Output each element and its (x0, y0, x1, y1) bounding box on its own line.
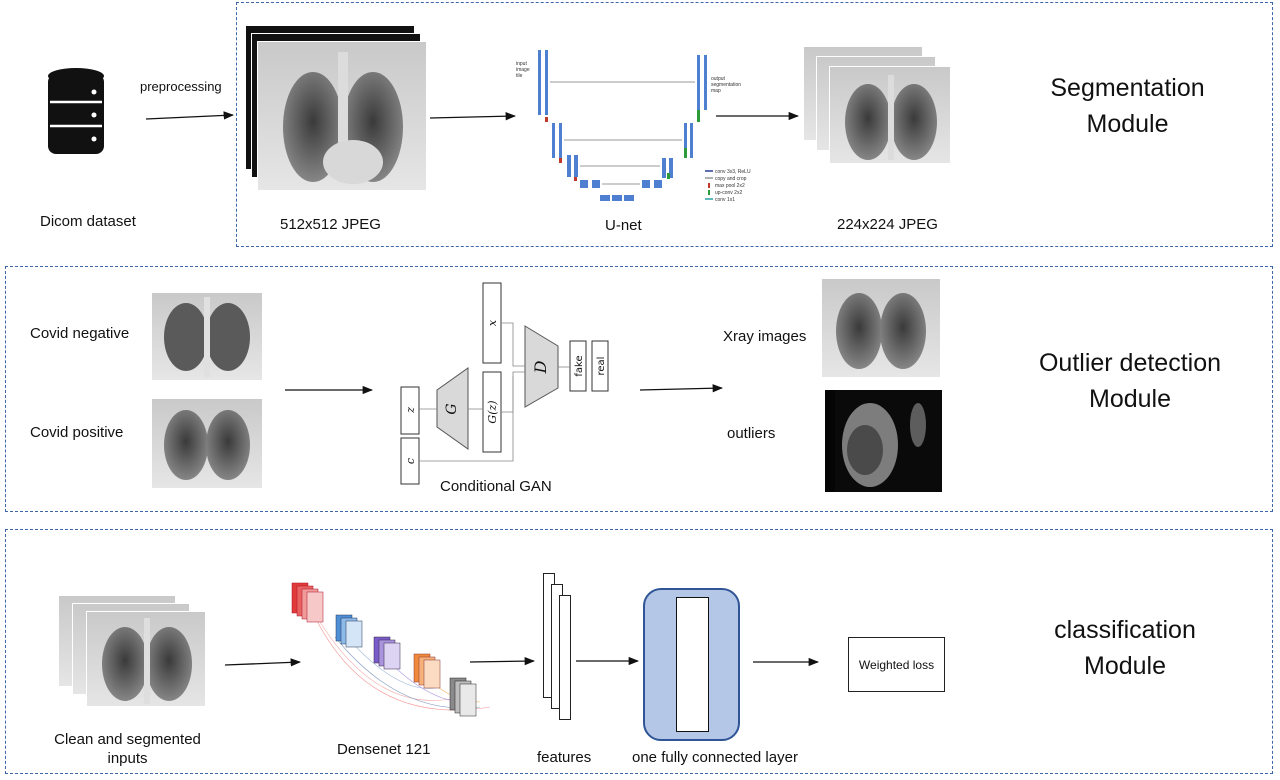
segmentation-module-title: Segmentation Module (1050, 74, 1205, 138)
segmentation-module-box (236, 2, 1273, 247)
svg-text:input: input (516, 61, 527, 67)
xray-image (86, 611, 206, 707)
fully-connected-neurons (676, 597, 709, 732)
svg-text:G(z): G(z) (486, 400, 499, 423)
outlier-module-title: Outlier detection Module (1038, 349, 1222, 413)
svg-text:output: output (711, 76, 726, 82)
unet-label: U-net (605, 217, 642, 234)
classification-module-title: classification Module (1054, 616, 1196, 680)
svg-text:conv 1x1: conv 1x1 (715, 197, 735, 203)
densenet-label: Densenet 121 (337, 741, 431, 758)
svg-text:max pool 2x2: max pool 2x2 (715, 183, 745, 189)
preprocessing-label: preprocessing (140, 79, 222, 94)
svg-text:image: image (516, 67, 530, 73)
feature-map (559, 595, 571, 720)
arrow (639, 384, 724, 393)
svg-text:map: map (711, 88, 721, 94)
weighted-loss-label: Weighted loss (858, 657, 935, 672)
svg-text:z: z (404, 407, 417, 414)
arrow (145, 111, 235, 120)
segmented-xray-stack (803, 46, 953, 166)
svg-text:real: real (596, 357, 607, 376)
arrow (429, 112, 517, 121)
svg-text:c: c (404, 458, 417, 464)
svg-text:segmentation: segmentation (711, 82, 741, 88)
arrow (469, 656, 536, 666)
covid-positive-label: Covid positive (30, 424, 124, 441)
covid-positive-xray (152, 399, 262, 488)
covid-negative-label: Covid negative (30, 325, 130, 342)
input-size-label: 512x512 JPEG (280, 216, 381, 233)
outliers-label: outliers (727, 425, 776, 442)
fully-connected-label: one fully connected layer (632, 749, 798, 766)
svg-text:copy and crop: copy and crop (715, 176, 747, 182)
weighted-loss-box: Weighted loss (848, 637, 945, 692)
outlier-xray-output (825, 390, 942, 492)
conditional-gan-label: Conditional GAN (440, 478, 552, 495)
dicom-dataset-label: Dicom dataset (40, 213, 136, 230)
xray-image (829, 66, 951, 164)
xray-image (257, 41, 427, 191)
database-icon (48, 68, 104, 160)
outlier-module-box (5, 266, 1273, 512)
xray-images-label: Xray images (723, 328, 807, 345)
unet-diagram: input image tile output segmentation map… (512, 45, 762, 215)
output-size-label: 224x224 JPEG (837, 216, 938, 233)
covid-negative-xray (152, 293, 262, 380)
features-label: features (537, 749, 592, 766)
input-xray-stack (245, 25, 435, 195)
arrow (224, 658, 302, 667)
svg-text:tile: tile (516, 73, 523, 79)
svg-text:fake: fake (574, 355, 585, 376)
clean-inputs-label: Clean and segmented inputs (54, 731, 201, 767)
svg-text:up-conv 2x2: up-conv 2x2 (715, 190, 742, 196)
densenet-diagram (290, 577, 500, 727)
classification-module-box (5, 529, 1273, 774)
clean-inputs-stack (58, 595, 208, 710)
svg-text:G: G (444, 403, 460, 414)
clean-xray-output (822, 279, 940, 377)
svg-text:x: x (486, 319, 499, 326)
svg-text:conv 3x3, ReLU: conv 3x3, ReLU (715, 169, 751, 175)
conditional-gan-diagram: x z c G G(z) D fake real (395, 280, 625, 490)
svg-text:D: D (531, 360, 550, 374)
